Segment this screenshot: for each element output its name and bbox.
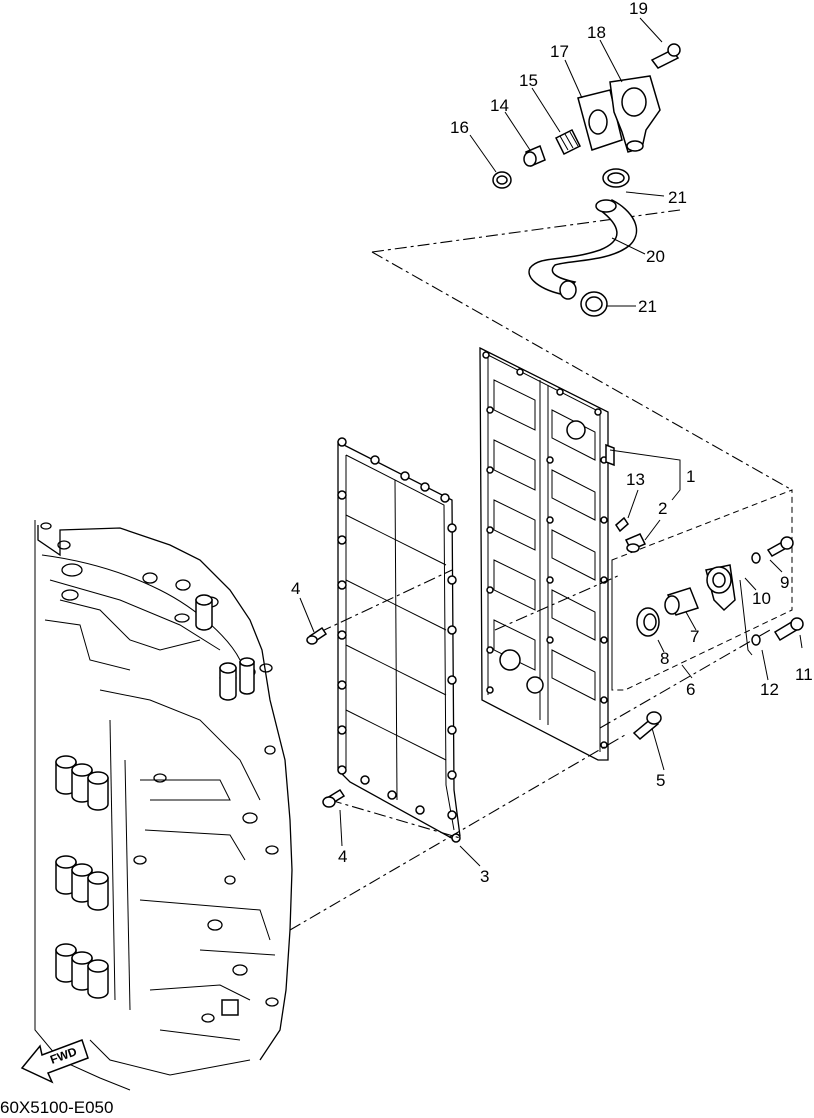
callout-3: 3 bbox=[480, 867, 489, 886]
screw-top bbox=[306, 626, 328, 645]
subassembly-box bbox=[611, 489, 793, 691]
callout-12: 12 bbox=[760, 680, 779, 699]
fitting-13 bbox=[615, 516, 629, 533]
clamp-21-top bbox=[602, 168, 630, 188]
callout-18: 18 bbox=[587, 23, 606, 42]
callout-4-bottom: 4 bbox=[338, 847, 347, 866]
fwd-arrow-icon: FWD bbox=[20, 1039, 89, 1084]
callout-17: 17 bbox=[550, 42, 569, 61]
cover-bolt-holes bbox=[482, 351, 608, 749]
callout-5: 5 bbox=[656, 771, 665, 790]
callout-20: 20 bbox=[646, 247, 665, 266]
gasket-17 bbox=[577, 89, 623, 151]
exhaust-cover bbox=[479, 346, 615, 761]
bolt-5 bbox=[632, 711, 662, 741]
callout-14: 14 bbox=[490, 96, 509, 115]
washer-12 bbox=[751, 634, 761, 646]
bolt-11 bbox=[773, 617, 804, 642]
callout-2: 2 bbox=[658, 499, 667, 518]
collar-16 bbox=[492, 171, 512, 189]
callout-1: 1 bbox=[686, 467, 695, 486]
callout-13: 13 bbox=[626, 470, 645, 489]
callout-10: 10 bbox=[752, 589, 771, 608]
callout-6: 6 bbox=[686, 680, 695, 699]
fitting-2 bbox=[624, 533, 647, 553]
diagram-code: 60X5100-E050 bbox=[0, 1098, 114, 1117]
plug-7 bbox=[664, 587, 699, 616]
gasket-bolt-holes bbox=[337, 437, 461, 843]
callout-7: 7 bbox=[690, 627, 699, 646]
callout-4-top: 4 bbox=[291, 579, 300, 598]
hose-20 bbox=[528, 199, 638, 300]
clamp-21-bottom bbox=[580, 291, 608, 317]
elbow-18 bbox=[609, 75, 661, 153]
callout-labels: 19 18 17 15 14 16 21 20 21 1 13 2 4 9 10… bbox=[291, 0, 813, 886]
bolt-19 bbox=[650, 43, 681, 69]
callout-9: 9 bbox=[780, 573, 789, 592]
gasket bbox=[337, 437, 461, 843]
callout-11: 11 bbox=[795, 665, 813, 684]
callout-21-top: 21 bbox=[668, 188, 687, 207]
callout-21-bottom: 21 bbox=[638, 297, 657, 316]
callout-8: 8 bbox=[660, 649, 669, 668]
engine-block bbox=[34, 520, 293, 1091]
housing-10 bbox=[705, 564, 736, 612]
grommet-14 bbox=[523, 144, 546, 168]
callout-19: 19 bbox=[629, 0, 648, 18]
washer-10 bbox=[751, 552, 761, 564]
bolt-9 bbox=[766, 536, 794, 557]
spring-15 bbox=[554, 128, 582, 156]
screw-bottom bbox=[322, 788, 346, 808]
callout-15: 15 bbox=[519, 71, 538, 90]
seal-8 bbox=[636, 607, 660, 637]
cylinder-bosses bbox=[55, 594, 255, 1016]
leader-lines bbox=[299, 17, 803, 867]
callout-16: 16 bbox=[450, 118, 469, 137]
